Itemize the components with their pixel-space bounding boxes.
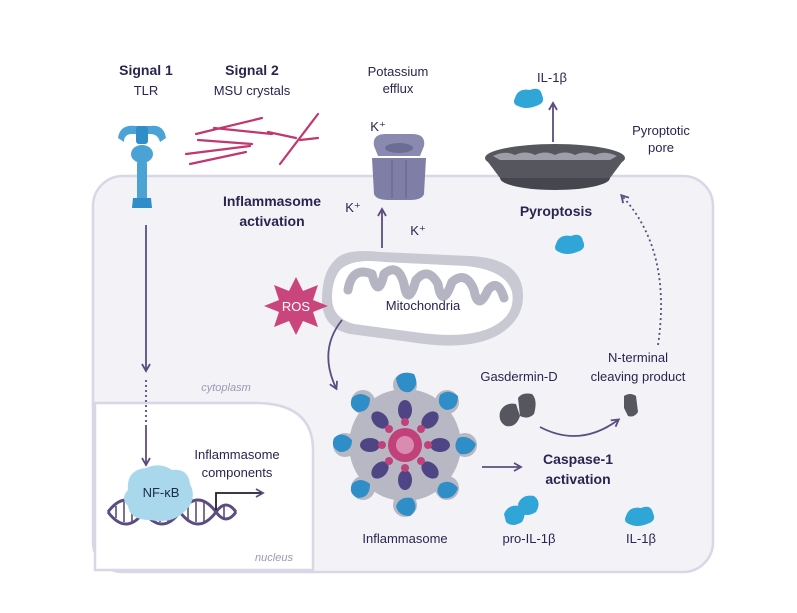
il1b-mature-icon xyxy=(625,506,655,526)
nucleus-label: nucleus xyxy=(255,552,293,564)
mitochondria-label: Mitochondria xyxy=(386,298,461,313)
k-plus-label-top: K⁺ xyxy=(370,119,386,134)
inflammasome-icon xyxy=(332,372,477,517)
pyroptotic-pore-icon xyxy=(485,144,625,190)
transcription-arrow xyxy=(215,488,265,510)
cytoplasm-label: cytoplasm xyxy=(201,382,251,394)
inflammasome-label: Inflammasome xyxy=(362,531,447,546)
pyroptosis-label: Pyroptosis xyxy=(520,203,593,219)
il1b-bottom-label: IL-1β xyxy=(626,531,656,546)
cleavage-arrow xyxy=(539,418,621,437)
il1b-released-icon xyxy=(514,88,544,108)
k-plus-label-right: K⁺ xyxy=(410,223,426,238)
signal2-subtitle: MSU crystals xyxy=(214,83,291,98)
potassium-label-line1: Potassium xyxy=(368,64,429,79)
signal1-subtitle: TLR xyxy=(134,83,159,98)
il1b-top-label: IL-1β xyxy=(537,70,567,85)
nfkb-label: NF-κB xyxy=(143,485,180,500)
pore-label-line2: pore xyxy=(648,140,674,155)
pro-il1b-icon xyxy=(504,495,539,525)
il1b-cytosol-icon xyxy=(555,234,585,254)
n-terminal-to-pore-arrow xyxy=(620,193,662,346)
nucleus-region xyxy=(93,401,315,572)
ros-icon xyxy=(264,277,328,335)
components-label-line2: components xyxy=(202,465,273,480)
msu-crystals-icon xyxy=(184,112,320,166)
gasdermin-label: Gasdermin-D xyxy=(480,369,557,384)
potassium-label-line2: efflux xyxy=(383,81,414,96)
caspase-label-line2: activation xyxy=(545,471,610,487)
inflammasome-activation-line2: activation xyxy=(239,213,304,229)
ros-label: ROS xyxy=(282,299,311,314)
tlr-receptor-icon xyxy=(118,125,166,208)
signal2-title: Signal 2 xyxy=(225,62,279,78)
pore-label-line1: Pyroptotic xyxy=(632,123,690,138)
gasdermin-d-icon xyxy=(499,393,536,427)
potassium-channel-icon xyxy=(372,134,426,200)
mitochondria-icon xyxy=(322,251,524,346)
components-label-line1: Inflammasome xyxy=(194,447,279,462)
n-terminal-label-line1: N-terminal xyxy=(608,350,668,365)
nfkb-icon xyxy=(124,465,193,521)
signal1-title: Signal 1 xyxy=(119,62,173,78)
n-terminal-label-line2: cleaving product xyxy=(591,369,686,384)
inflammasome-activation-line1: Inflammasome xyxy=(223,193,321,209)
pro-il1b-label: pro-IL-1β xyxy=(503,531,556,546)
mito-to-inflammasome-arrow xyxy=(327,319,343,391)
k-plus-label-left: K⁺ xyxy=(345,200,361,215)
caspase-label-line1: Caspase-1 xyxy=(543,451,613,467)
n-terminal-product-icon xyxy=(624,394,638,417)
